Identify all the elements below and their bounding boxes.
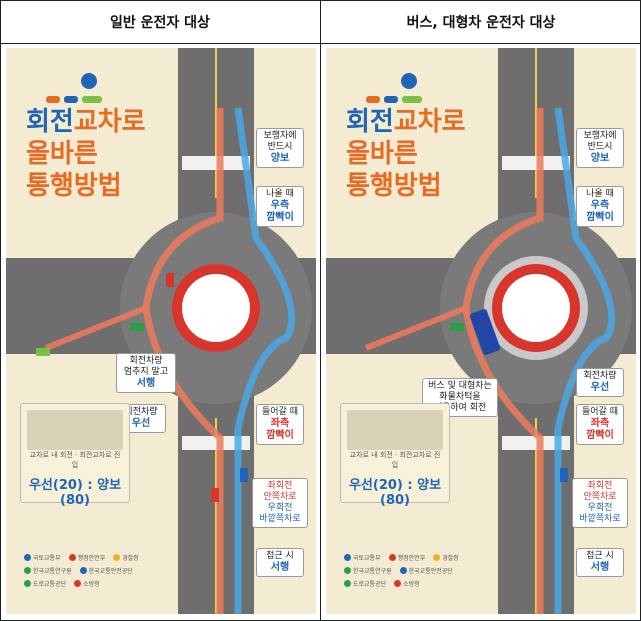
logo-item: 한국교통안전공단	[399, 566, 453, 575]
header-general-drivers: 일반 운전자 대상	[0, 0, 321, 43]
agency-logos: 국토교통부 행정안전부 경찰청 한국교통연구원 한국교통안전공단 도로교통공단 …	[24, 553, 164, 588]
poster-title: 회전교차로 올바른 통행방법	[346, 107, 466, 201]
logo-item: 경찰청	[433, 553, 459, 562]
car-icons	[46, 96, 102, 103]
zoom-illustration	[347, 410, 443, 450]
logo-item: 소방청	[74, 579, 100, 588]
agency-logos: 국토교통부 행정안전부 경찰청 한국교통연구원 한국교통안전공단 도로교통공단 …	[344, 553, 484, 588]
logo-item: 한국교통안전공단	[79, 566, 133, 575]
priority-info-card: 교차로 내 회전 · 회전교차로 진입 우선(20) : 양보(80)	[20, 403, 130, 508]
logo-item: 경찰청	[113, 553, 139, 562]
column-divider	[320, 44, 321, 621]
poster-title: 회전교차로 올바른 통행방법	[26, 107, 146, 201]
logo-item: 도로교통공단	[24, 579, 66, 588]
logo-item: 소방청	[394, 579, 420, 588]
priority-info-card: 교차로 내 회전 · 회전교차로 진입 우선(20) : 양보(80)	[340, 403, 450, 508]
header-row: 일반 운전자 대상 버스, 대형차 운전자 대상	[0, 0, 641, 44]
logo-item: 한국교통연구원	[24, 566, 72, 575]
zoom-illustration	[27, 410, 123, 450]
roundabout-illustration-bus	[326, 48, 636, 614]
logo-item: 행정안전부	[388, 553, 425, 562]
logo-item: 한국교통연구원	[344, 566, 392, 575]
header-bus-drivers: 버스, 대형차 운전자 대상	[406, 14, 556, 31]
logo-item: 도로교통공단	[344, 579, 386, 588]
logo-item: 행정안전부	[68, 553, 105, 562]
logo-item: 국토교통부	[24, 553, 61, 562]
car-icons	[366, 96, 422, 103]
logo-item: 국토교통부	[344, 553, 381, 562]
